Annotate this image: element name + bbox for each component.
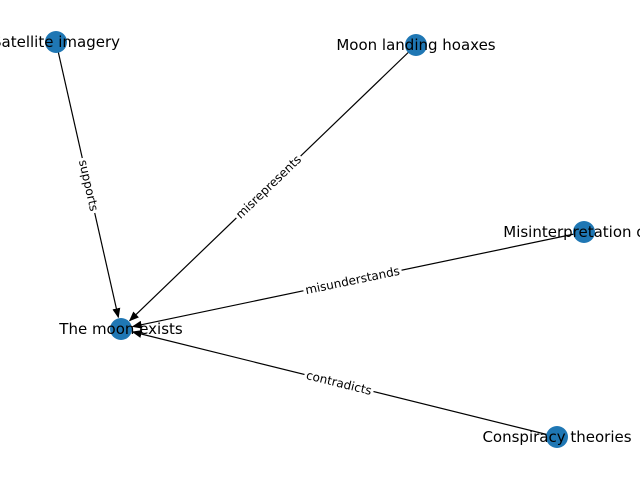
node-conspiracy bbox=[546, 426, 568, 448]
edge-label-group: misunderstands bbox=[301, 262, 404, 299]
edge-label-group: contradicts bbox=[302, 366, 376, 400]
node-labels-layer: The moon exists Satellite imagery Moon lan… bbox=[0, 33, 640, 446]
edge-label-background bbox=[302, 366, 376, 400]
edge-label-background bbox=[301, 262, 404, 299]
node-label-misinterp: Misinterpretation of e bbox=[503, 223, 640, 241]
edge-label: contradicts bbox=[305, 368, 373, 398]
node-moon bbox=[110, 318, 132, 340]
edge-label-group: misrepresents bbox=[230, 150, 307, 224]
edge-labels-layer: supports misrepresents misunderstands contr… bbox=[74, 150, 404, 400]
edge-label: misrepresents bbox=[233, 152, 304, 221]
edge-label-background bbox=[74, 156, 103, 215]
node-hoaxes bbox=[405, 34, 427, 56]
node-label-hoaxes: Moon landing hoaxes bbox=[336, 36, 495, 54]
node-label-moon: The moon exists bbox=[58, 320, 183, 338]
node-misinterp bbox=[573, 221, 595, 243]
edge-label: supports bbox=[76, 158, 101, 212]
edge-label-background bbox=[230, 150, 307, 224]
node-satellite bbox=[45, 31, 67, 53]
nodes-layer bbox=[45, 31, 595, 448]
node-label-conspiracy: Conspiracy theories bbox=[482, 428, 631, 446]
edge-label-group: supports bbox=[74, 156, 103, 215]
edge-label: misunderstands bbox=[304, 264, 401, 297]
node-label-satellite: Satellite imagery bbox=[0, 33, 120, 51]
